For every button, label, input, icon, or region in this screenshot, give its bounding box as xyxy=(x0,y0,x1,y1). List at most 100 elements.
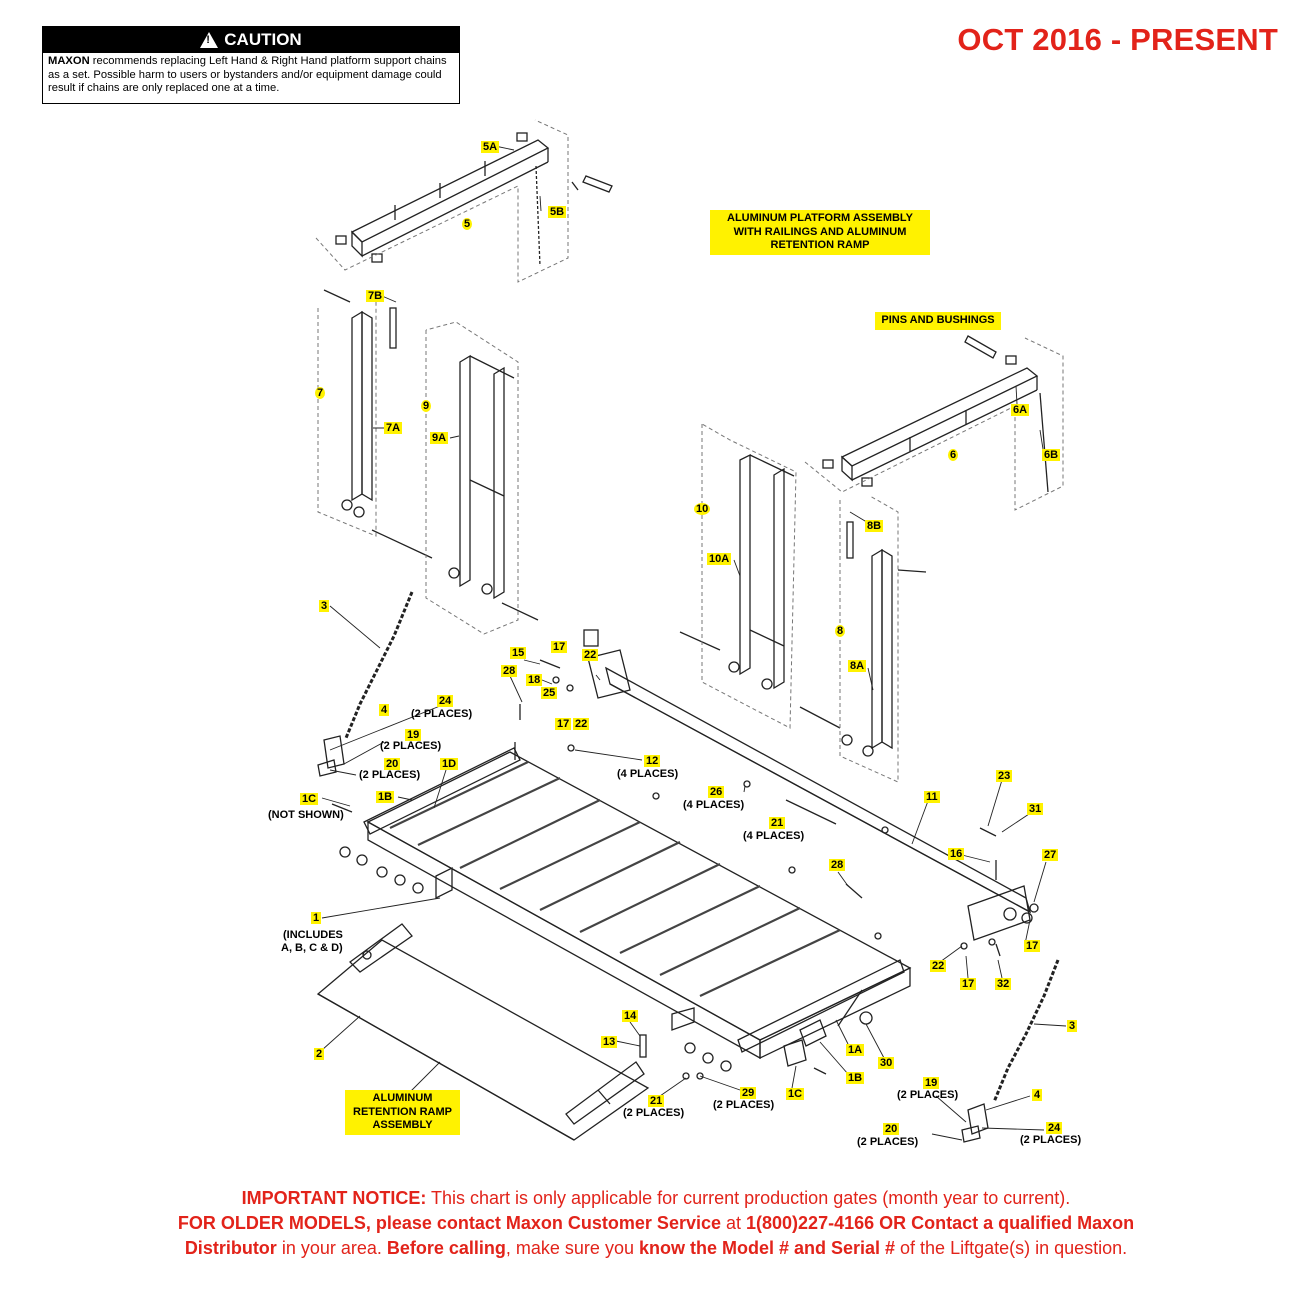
callout-4-right: 4 xyxy=(1032,1089,1043,1101)
note-29: (2 PLACES) xyxy=(713,1099,775,1111)
caution-brand: MAXON xyxy=(48,55,90,67)
callout-19-a: 19 xyxy=(405,729,422,741)
callout-5A: 5A xyxy=(481,141,500,153)
callout-10: 10 xyxy=(694,503,711,515)
callout-22-b: 22 xyxy=(573,718,590,730)
callout-1C-b: 1C xyxy=(786,1088,805,1100)
callout-22-c: 22 xyxy=(930,960,947,972)
note-24-b: (2 PLACES) xyxy=(1020,1134,1082,1146)
callout-16: 16 xyxy=(948,848,965,860)
caution-title: CAUTION xyxy=(224,30,302,49)
arm-9 xyxy=(425,321,539,635)
arm-7 xyxy=(317,289,433,559)
callout-5: 5 xyxy=(462,218,473,230)
notice-text: in your area. xyxy=(276,1238,387,1258)
platform-assembly-plate: ALUMINUM PLATFORM ASSEMBLY WITH RAILINGS… xyxy=(710,210,930,255)
notice-bold: Before calling xyxy=(386,1238,506,1258)
chain-left-3 xyxy=(344,591,414,739)
callout-20-b: 20 xyxy=(883,1123,900,1135)
arm-10 xyxy=(679,423,797,729)
retention-ramp-2 xyxy=(316,923,650,1141)
plate-line: RETENTION RAMP xyxy=(353,1105,452,1118)
callout-7B: 7B xyxy=(366,290,385,302)
note-1-line2: A, B, C & D) xyxy=(281,942,343,954)
callout-7: 7 xyxy=(315,387,326,399)
note-21-b: (2 PLACES) xyxy=(623,1107,685,1119)
callout-27: 27 xyxy=(1042,849,1059,861)
notice-bold: IMPORTANT NOTICE: xyxy=(241,1188,427,1208)
callout-8B: 8B xyxy=(865,520,884,532)
callout-1D: 1D xyxy=(440,758,459,770)
caution-message: recommends replacing Left Hand & Right H… xyxy=(48,55,447,94)
pins-bushings-plate: PINS AND BUSHINGS xyxy=(875,312,1001,330)
callout-23: 23 xyxy=(996,770,1013,782)
callout-13: 13 xyxy=(601,1036,618,1048)
platform-1 xyxy=(331,742,912,1075)
note-1C: (NOT SHOWN) xyxy=(268,809,344,821)
callout-19-b: 19 xyxy=(923,1077,940,1089)
callout-31: 31 xyxy=(1027,803,1044,815)
callout-9A: 9A xyxy=(430,432,449,444)
arm-8 xyxy=(799,495,927,783)
callout-17-b: 17 xyxy=(555,718,572,730)
callout-28-b: 28 xyxy=(829,859,846,871)
chain-right-3 xyxy=(992,959,1060,1103)
callout-2: 2 xyxy=(314,1048,325,1060)
caution-header: CAUTION xyxy=(43,27,459,53)
notice-text: , make sure you xyxy=(505,1238,639,1258)
callout-6A: 6A xyxy=(1011,404,1030,416)
caution-box: CAUTION MAXON recommends replacing Left … xyxy=(42,26,460,104)
notice-line-3: Distributor in your area. Before calling… xyxy=(0,1236,1312,1261)
note-19-b: (2 PLACES) xyxy=(897,1089,959,1101)
notice-bold: Distributor xyxy=(184,1238,277,1258)
callout-5B: 5B xyxy=(548,206,567,218)
callout-28-a: 28 xyxy=(501,665,518,677)
plate-line: ASSEMBLY xyxy=(372,1119,433,1131)
callout-8A: 8A xyxy=(848,660,867,672)
callout-24-a: 24 xyxy=(437,695,454,707)
note-20-a: (2 PLACES) xyxy=(359,769,421,781)
callout-7A: 7A xyxy=(384,422,403,434)
note-24-a: (2 PLACES) xyxy=(411,708,473,720)
callout-17-c: 17 xyxy=(1024,940,1041,952)
note-21-a: (4 PLACES) xyxy=(743,830,805,842)
shackle-right-4 xyxy=(961,1103,989,1143)
callout-10A: 10A xyxy=(707,553,732,565)
callout-9: 9 xyxy=(421,400,432,412)
callout-29: 29 xyxy=(740,1087,757,1099)
note-26: (4 PLACES) xyxy=(683,799,745,811)
plate-line: WITH RAILINGS AND ALUMINUM xyxy=(733,225,907,238)
chain-5B xyxy=(535,165,541,267)
rail-assembly-5 xyxy=(315,119,613,283)
callout-20-a: 20 xyxy=(384,758,401,770)
crossbar-11 xyxy=(587,649,1032,941)
notice-phone: 1(800)227-4166 OR Contact a qualified Ma… xyxy=(746,1213,1135,1233)
plate-line: RETENTION RAMP xyxy=(770,239,870,251)
note-19-a: (2 PLACES) xyxy=(380,740,442,752)
callout-1B-b: 1B xyxy=(846,1072,865,1084)
callout-11: 11 xyxy=(924,791,940,803)
hardware xyxy=(519,629,1039,1080)
notice-text: of the Liftgate(s) in question. xyxy=(895,1238,1128,1258)
callout-32: 32 xyxy=(995,978,1012,990)
callout-21-a: 21 xyxy=(769,817,786,829)
callout-3-right: 3 xyxy=(1067,1020,1078,1032)
callout-21-b: 21 xyxy=(648,1095,665,1107)
callout-12: 12 xyxy=(644,755,661,767)
notice-bold: FOR OLDER MODELS, please contact Maxon C… xyxy=(177,1213,721,1233)
callout-1: 1 xyxy=(311,912,322,924)
retention-ramp-plate: ALUMINUM RETENTION RAMP ASSEMBLY xyxy=(345,1090,460,1135)
caution-text: MAXON recommends replacing Left Hand & R… xyxy=(43,53,459,96)
plate-line: ALUMINUM xyxy=(372,1092,433,1104)
notice-text: at xyxy=(721,1213,747,1233)
callout-18: 18 xyxy=(526,674,543,686)
callout-1C: 1C xyxy=(300,793,319,805)
callout-17-d: 17 xyxy=(960,978,977,990)
callout-15: 15 xyxy=(510,647,527,659)
callout-4-left: 4 xyxy=(379,704,390,716)
callout-26: 26 xyxy=(708,786,725,798)
note-12: (4 PLACES) xyxy=(617,768,679,780)
notice-text: This chart is only applicable for curren… xyxy=(426,1188,1071,1208)
rail-assembly-6 xyxy=(804,335,1064,511)
